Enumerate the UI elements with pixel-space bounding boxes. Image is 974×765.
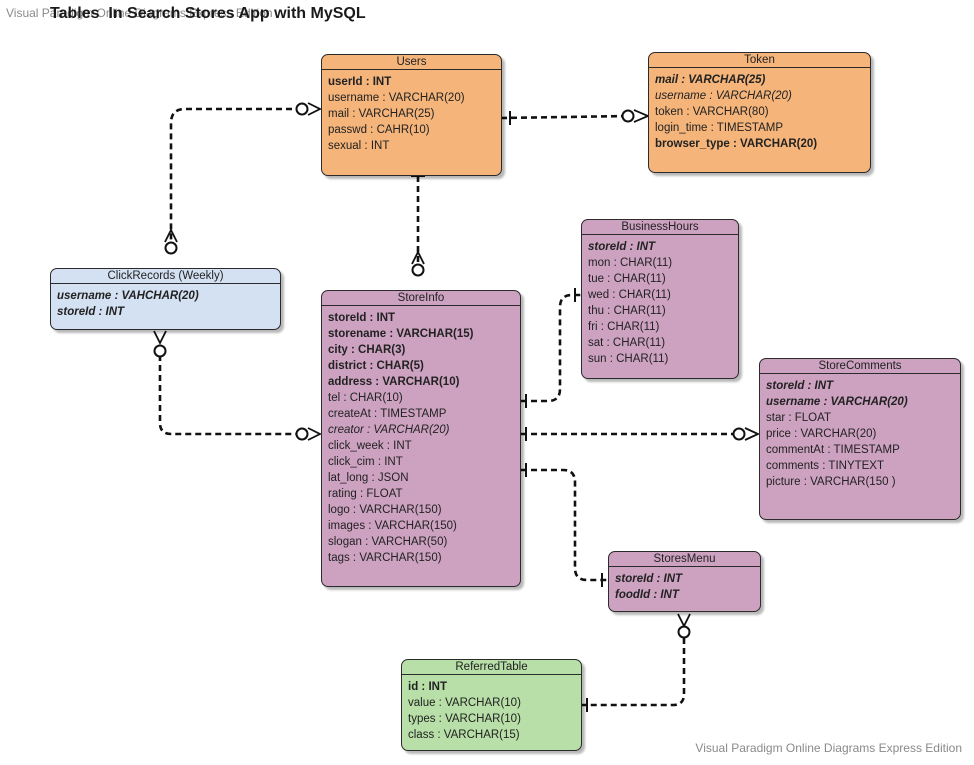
field-row: value : VARCHAR(10) <box>408 697 521 709</box>
entity-store-info[interactable]: StoreInfo storeId : INT storename : VARCH… <box>321 290 521 587</box>
field-row: picture : VARCHAR(150 ) <box>766 476 896 488</box>
field-row: username : VARCHAR(20) <box>655 90 792 102</box>
entity-business-hours[interactable]: BusinessHours storeId : INT mon : CHAR(11… <box>581 219 739 379</box>
crows-foot-icon <box>307 102 323 116</box>
field-row: wed : CHAR(11) <box>588 289 671 301</box>
field-row: storeId : INT <box>766 380 834 392</box>
field-list: userId : INT username : VARCHAR(20) mail :… <box>322 70 501 154</box>
field-row: sexual : INT <box>328 140 390 152</box>
crows-foot-icon <box>307 427 323 441</box>
entity-users[interactable]: Users userId : INT username : VARCHAR(20)… <box>321 54 502 176</box>
field-row: city : CHAR(3) <box>328 344 406 356</box>
field-row: tags : VARCHAR(150) <box>328 552 442 564</box>
entity-header: BusinessHours <box>582 220 738 235</box>
diagram-title: Tables In Search Stores App with MySQL <box>50 5 366 22</box>
field-row: createAt : TIMESTAMP <box>328 408 447 420</box>
crows-foot-icon <box>164 227 178 243</box>
field-row: storename : VARCHAR(15) <box>328 328 474 340</box>
zero-marker-icon <box>411 263 425 277</box>
field-row: comments : TINYTEXT <box>766 460 885 472</box>
field-row: passwd : CAHR(10) <box>328 124 430 136</box>
entity-header: ReferredTable <box>402 660 581 675</box>
field-row: logo : VARCHAR(150) <box>328 504 442 516</box>
field-row: storeId : INT <box>615 573 683 585</box>
field-row: mail : VARCHAR(25) <box>655 74 766 86</box>
field-row: price : VARCHAR(20) <box>766 428 877 440</box>
entity-header: StoreInfo <box>322 291 520 306</box>
zero-marker-icon <box>621 109 635 123</box>
field-list: storeId : INT storename : VARCHAR(15) city… <box>322 306 520 566</box>
field-row: creator : VARCHAR(20) <box>328 424 450 436</box>
entity-store-comments[interactable]: StoreComments storeId : INT username : VA… <box>759 358 961 520</box>
field-row: fri : CHAR(11) <box>588 321 660 333</box>
field-list: id : INT value : VARCHAR(10) types : VARCH… <box>402 675 581 743</box>
zero-marker-icon <box>295 102 309 116</box>
field-row: token : VARCHAR(80) <box>655 106 769 118</box>
zero-marker-icon <box>153 344 167 358</box>
field-row: tue : CHAR(11) <box>588 273 666 285</box>
crows-foot-icon <box>153 330 167 346</box>
field-row: types : VARCHAR(10) <box>408 713 521 725</box>
field-row: address : VARCHAR(10) <box>328 376 460 388</box>
watermark-top: Visual Paradigm Online Diagrams Express … <box>6 6 273 20</box>
zero-marker-icon <box>732 427 746 441</box>
field-row: star : FLOAT <box>766 412 831 424</box>
zero-marker-icon <box>677 625 691 639</box>
field-row: foodId : INT <box>615 589 679 601</box>
rel-users-clickrecords-line <box>169 107 302 242</box>
entity-header: Token <box>649 53 870 68</box>
field-row: browser_type : VARCHAR(20) <box>655 138 818 150</box>
field-row: username : VARCHAR(20) <box>766 396 908 408</box>
watermark-bottom: Visual Paradigm Online Diagrams Express … <box>695 741 962 755</box>
field-row: userId : INT <box>328 76 392 88</box>
rel-users-token-line <box>500 114 629 120</box>
field-row: click_week : INT <box>328 440 412 452</box>
entity-token[interactable]: Token mail : VARCHAR(25) username : VARCH… <box>648 52 871 173</box>
field-row: thu : CHAR(11) <box>588 305 666 317</box>
field-row: id : INT <box>408 681 447 693</box>
field-row: rating : FLOAT <box>328 488 403 500</box>
field-list: storeId : INT mon : CHAR(11) tue : CHAR(11… <box>582 235 738 367</box>
field-list: username : VAHCHAR(20) storeId : INT <box>51 284 280 320</box>
zero-marker-icon <box>295 427 309 441</box>
field-row: mon : CHAR(11) <box>588 257 673 269</box>
field-row: username : VAHCHAR(20) <box>57 290 199 302</box>
field-row: login_time : TIMESTAMP <box>655 122 784 134</box>
entity-header: Users <box>322 55 501 70</box>
entity-referred-table[interactable]: ReferredTable id : INT value : VARCHAR(10… <box>401 659 582 751</box>
field-row: storeId : INT <box>588 241 656 253</box>
field-row: images : VARCHAR(150) <box>328 520 457 532</box>
field-row: sun : CHAR(11) <box>588 353 669 365</box>
field-row: slogan : VARCHAR(50) <box>328 536 448 548</box>
field-row: mail : VARCHAR(25) <box>328 108 435 120</box>
field-row: district : CHAR(5) <box>328 360 424 372</box>
field-row: lat_long : JSON <box>328 472 409 484</box>
field-row: sat : CHAR(11) <box>588 337 666 349</box>
rel-storesmenu-referredtable-line <box>581 638 686 707</box>
crows-foot-icon <box>744 427 761 441</box>
field-list: storeId : INT username : VARCHAR(20) star … <box>760 374 960 490</box>
entity-header: StoreComments <box>760 359 960 374</box>
field-row: click_cim : INT <box>328 456 403 468</box>
field-row: storeId : INT <box>328 312 396 324</box>
field-row: class : VARCHAR(15) <box>408 729 520 741</box>
field-row: username : VARCHAR(20) <box>328 92 465 104</box>
rel-storeinfo-businesshours-line <box>521 293 582 403</box>
field-list: mail : VARCHAR(25) username : VARCHAR(20)… <box>649 68 870 152</box>
field-row: tel : CHAR(10) <box>328 392 403 404</box>
entity-stores-menu[interactable]: StoresMenu storeId : INT foodId : INT <box>608 551 761 612</box>
crows-foot-icon <box>633 109 651 123</box>
crows-foot-icon <box>411 249 425 265</box>
rel-clickrecords-storeinfo-line <box>158 345 302 436</box>
crows-foot-icon <box>677 613 691 629</box>
entity-click-records[interactable]: ClickRecords (Weekly) username : VAHCHAR… <box>50 268 281 330</box>
rel-storeinfo-storesmenu-line <box>521 468 609 582</box>
field-row: commentAt : TIMESTAMP <box>766 444 900 456</box>
field-row: storeId : INT <box>57 306 125 318</box>
zero-marker-icon <box>164 241 178 255</box>
field-list: storeId : INT foodId : INT <box>609 567 760 603</box>
entity-header: ClickRecords (Weekly) <box>51 269 280 284</box>
entity-header: StoresMenu <box>609 552 760 567</box>
